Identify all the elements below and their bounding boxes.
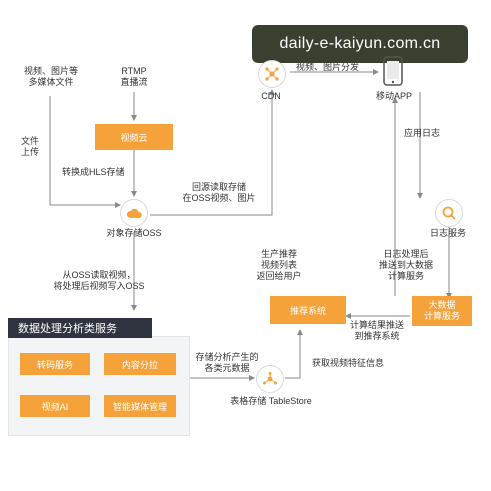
- cloud-icon: [126, 208, 142, 218]
- video-ai-button[interactable]: 视频AI: [20, 395, 90, 417]
- distribution-label: 视频、图片分发: [296, 62, 360, 72]
- tablestore-label: 表格存储 TableStore: [230, 396, 312, 406]
- compute-push-label: 计算结果推送 到推荐系统: [349, 320, 404, 341]
- rtmp-label: RTMP 直播流: [120, 66, 148, 87]
- oss-label: 对象存储OSS: [106, 228, 162, 238]
- recommend-system-box[interactable]: 推荐系统: [270, 296, 346, 324]
- file-upload-label: 文件 上传: [20, 136, 39, 157]
- convert-hls-label: 转换成HLS存储: [62, 167, 125, 177]
- content-moderation-button[interactable]: 内容分拉: [104, 353, 176, 375]
- origin-read-label: 回源读取存储 在OSS视频、图片: [182, 182, 256, 203]
- oss-read-write-label: 从OSS读取视频， 将处理后视频写入OSS: [53, 270, 145, 291]
- transcode-service-button[interactable]: 转码服务: [20, 353, 90, 375]
- tablestore-to-recommend-line: [285, 329, 303, 379]
- media-to-oss-line: [49, 96, 121, 208]
- cdn-node[interactable]: [258, 60, 286, 88]
- media-files-label: 视频、图片等 多媒体文件: [23, 66, 78, 87]
- bigdata-box[interactable]: 大数据 计算服务: [412, 296, 472, 326]
- network-icon: [265, 67, 279, 81]
- search-log-icon: [442, 206, 456, 220]
- recommend-list-label: 生产推荐 视频列表 返回给用户: [256, 249, 302, 281]
- processing-panel: [8, 336, 190, 436]
- mobile-app-node[interactable]: [382, 56, 404, 86]
- app-log-label: 应用日志: [404, 128, 441, 138]
- oss-node[interactable]: [120, 199, 148, 227]
- get-features-label: 获取视频特征信息: [312, 358, 385, 368]
- watermark-banner: daily-e-kaiyun.com.cn: [252, 25, 468, 63]
- store-meta-label: 存储分析产生的 各类元数据: [195, 352, 259, 373]
- log-service-label: 日志服务: [429, 228, 466, 238]
- table-network-icon: [263, 372, 277, 385]
- oss-to-cdn-line: [150, 89, 275, 216]
- cdn-label: CDN: [261, 91, 281, 101]
- processing-panel-title: 数据处理分析类服务: [8, 318, 152, 338]
- smartphone-icon: [383, 56, 403, 86]
- log-service-node[interactable]: [435, 199, 463, 227]
- mobile-app-label: 移动APP: [375, 91, 412, 101]
- intelligent-media-button[interactable]: 智能媒体管理: [104, 395, 176, 417]
- log-process-label: 日志处理后 推送到大数据 计算服务: [378, 249, 433, 281]
- video-cloud-box[interactable]: 视频云: [95, 124, 173, 150]
- tablestore-node[interactable]: [256, 365, 284, 393]
